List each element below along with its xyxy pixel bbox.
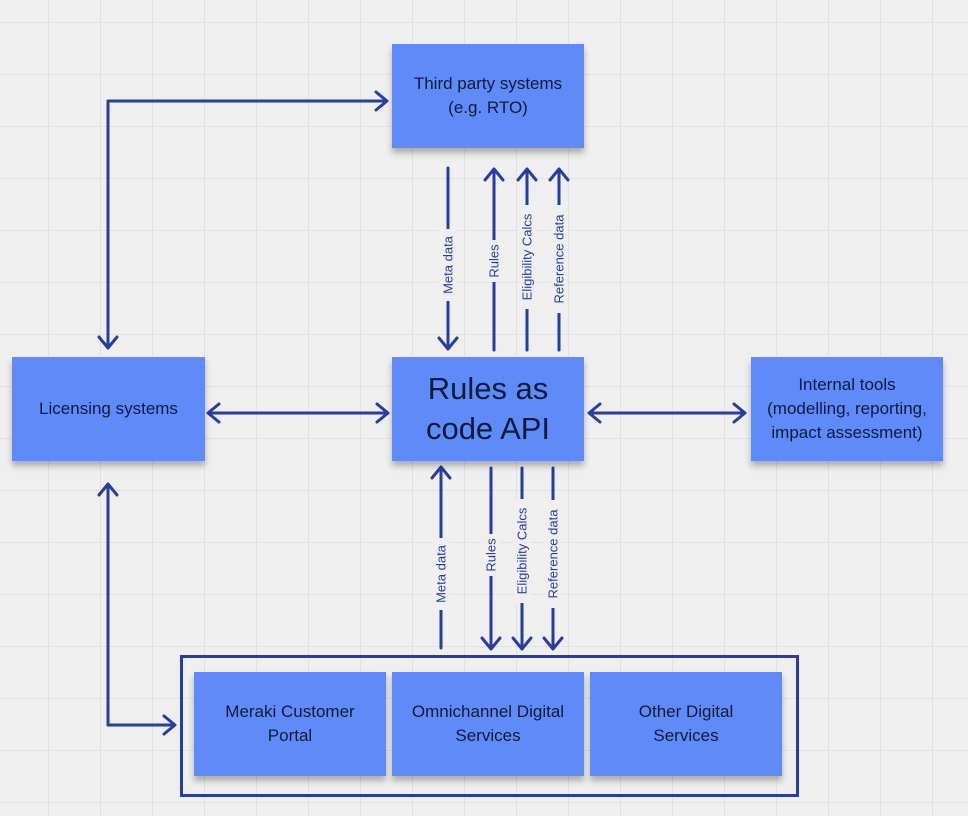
flow-lower-rules-head [480,636,502,651]
arrowhead-licensing-top [97,335,119,350]
node-meraki-customer-portal[interactable]: Meraki Customer Portal [194,672,386,776]
flow-lower-eligibility-head [511,636,533,651]
arrowhead-thirdparty [374,90,389,112]
node-third-party-systems[interactable]: Third party systems (e.g. RTO) [392,44,584,148]
flow-lower-meta-data-head [430,465,452,480]
node-licensing-systems[interactable]: Licensing systems [12,357,205,461]
flow-label-upper-meta-data: Meta data [441,235,456,294]
flow-upper-eligibility-head [516,167,538,182]
flow-upper-meta-data-head [437,336,459,351]
arrowhead-licensing-bottom [97,482,119,497]
connector-licensing-group [106,483,176,727]
node-other-digital-services[interactable]: Other Digital Services [590,672,782,776]
flow-label-lower-rules: Rules [484,538,499,572]
digital-services-group[interactable] [180,655,799,797]
node-rules-as-code-api[interactable]: Rules as code API [392,357,584,461]
flow-label-upper-rules: Rules [487,244,502,278]
arrowhead-group-left [162,714,177,736]
flow-label-lower-meta-data: Meta data [434,544,449,603]
flow-lower-reference-head [542,636,564,651]
flow-label-upper-eligibility: Eligibility Calcs [520,213,535,300]
connector-licensing-thirdparty [106,99,388,349]
flow-label-lower-eligibility: Eligibility Calcs [515,507,530,594]
arrowhead-api-right [587,402,602,424]
flow-upper-reference-head [548,167,570,182]
arrowhead-api-left [375,402,390,424]
flow-upper-rules-head [483,167,505,182]
arrowhead-licensing-right [206,402,221,424]
node-internal-tools[interactable]: Internal tools (modelling, reporting, im… [751,357,943,461]
flow-label-upper-reference: Reference data [552,214,567,304]
node-omnichannel-digital-services[interactable]: Omnichannel Digital Services [392,672,584,776]
arrowhead-internal-left [732,402,747,424]
flow-label-lower-reference: Reference data [546,509,561,599]
